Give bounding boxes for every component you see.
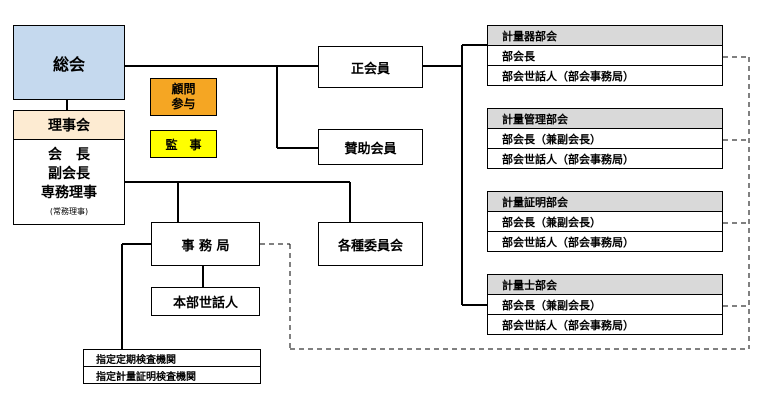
auditor-label: 監 事 xyxy=(165,137,202,152)
dept-measuring-instruments-row-staff: 部会世話人（部会事務局） xyxy=(487,65,723,86)
dept-name: 計量器部会 xyxy=(502,29,557,43)
inspection-body-periodic-label: 指定定期検査機関 xyxy=(96,354,176,366)
inspection-body-certification: 指定計量証明検査機関 xyxy=(83,366,261,384)
board-member-vice-chair: 副会長 xyxy=(48,166,90,182)
dept-measurement-management-header: 計量管理部会 xyxy=(487,108,723,129)
dept-row-label: 部会長（兼副会長） xyxy=(502,298,601,312)
advisor-box: 顧問 参与 xyxy=(150,78,217,116)
board-members-box: 会 長 副会長 専務理事 (常務理事) xyxy=(13,139,125,225)
regular-members-box: 正会員 xyxy=(318,46,423,88)
supporting-members-box: 賛助会員 xyxy=(318,129,423,165)
dept-row-label: 部会長 xyxy=(502,49,535,63)
dept-measuring-instruments-header: 計量器部会 xyxy=(487,25,723,46)
secretariat-box: 事 務 局 xyxy=(151,222,260,266)
dept-measurement-management-row-head: 部会長（兼副会長） xyxy=(487,128,723,149)
board-note: (常務理事) xyxy=(49,207,89,216)
dept-row-label: 部会世話人（部会事務局） xyxy=(502,235,634,249)
supporting-members-label: 賛助会員 xyxy=(344,141,397,157)
dept-measurer-row-head: 部会長（兼副会長） xyxy=(487,294,723,315)
inspection-body-periodic: 指定定期検査機関 xyxy=(83,349,261,367)
dept-measuring-instruments-row-head: 部会長 xyxy=(487,45,723,66)
dept-measurement-certification-row-staff: 部会世話人（部会事務局） xyxy=(487,231,723,252)
dept-measurement-certification-header: 計量証明部会 xyxy=(487,191,723,212)
dept-row-label: 部会世話人（部会事務局） xyxy=(502,318,634,332)
dept-measurement-certification-row-head: 部会長（兼副会長） xyxy=(487,211,723,232)
dept-row-label: 部会長（兼副会長） xyxy=(502,215,601,229)
board-member-chair: 会 長 xyxy=(48,147,90,163)
committees-label: 各種委員会 xyxy=(337,238,403,254)
general-assembly-label: 総会 xyxy=(52,54,85,74)
hq-staff-label: 本部世話人 xyxy=(172,296,238,311)
dept-name: 計量管理部会 xyxy=(502,112,568,126)
dept-row-label: 部会世話人（部会事務局） xyxy=(502,69,634,83)
dept-row-label: 部会世話人（部会事務局） xyxy=(502,152,634,166)
dept-name: 計量証明部会 xyxy=(502,195,568,209)
board-label: 理事会 xyxy=(48,118,90,134)
dept-row-label: 部会長（兼副会長） xyxy=(502,132,601,146)
auditor-box: 監 事 xyxy=(150,130,217,158)
committees-box: 各種委員会 xyxy=(318,222,423,266)
dept-name: 計量士部会 xyxy=(502,278,557,292)
hq-staff-box: 本部世話人 xyxy=(151,287,260,316)
general-assembly-box: 総会 xyxy=(13,25,125,100)
board-member-executive-director: 専務理事 xyxy=(41,185,97,201)
dept-measurer-header: 計量士部会 xyxy=(487,274,723,295)
inspection-body-certification-label: 指定計量証明検査機関 xyxy=(96,371,196,383)
regular-members-label: 正会員 xyxy=(350,61,390,77)
advisor-label: 顧問 参与 xyxy=(171,82,196,111)
dept-measurement-management-row-staff: 部会世話人（部会事務局） xyxy=(487,148,723,169)
dept-measurer-row-staff: 部会世話人（部会事務局） xyxy=(487,314,723,335)
board-header: 理事会 xyxy=(13,110,125,140)
secretariat-label: 事 務 局 xyxy=(181,238,230,254)
